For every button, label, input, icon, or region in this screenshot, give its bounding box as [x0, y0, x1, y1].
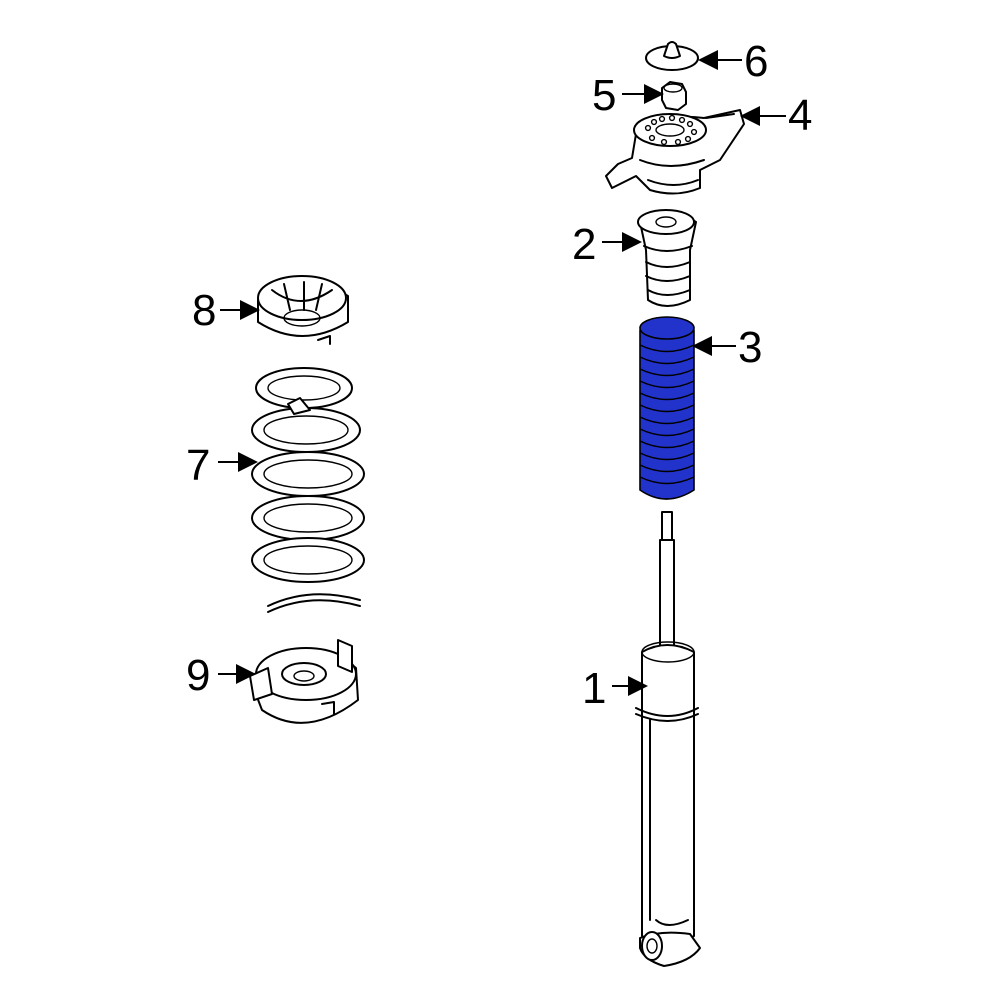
part-6-dust-cap[interactable]	[645, 41, 699, 71]
part-1-shock-absorber[interactable]	[635, 511, 701, 967]
callout-1: 1	[582, 664, 606, 713]
part-8-upper-spring-seat[interactable]	[257, 275, 349, 345]
callout-6: 6	[744, 37, 768, 86]
callout-3: 3	[738, 323, 762, 372]
callout-2: 2	[572, 220, 596, 269]
callout-labels: 1 2 3 4 5 6 7 8 9	[186, 37, 812, 713]
callout-7: 7	[186, 441, 210, 490]
part-2-bump-stop[interactable]	[637, 209, 697, 307]
callout-4: 4	[788, 91, 812, 140]
callout-8: 8	[192, 286, 216, 335]
part-7-coil-spring[interactable]	[251, 367, 365, 613]
callout-9: 9	[186, 651, 210, 700]
part-4-strut-mount[interactable]	[605, 109, 745, 195]
part-3-dust-boot[interactable]	[639, 316, 695, 500]
callout-arrows	[218, 50, 786, 696]
part-5-nut[interactable]	[661, 81, 687, 111]
callout-5: 5	[592, 71, 616, 120]
part-9-lower-spring-seat[interactable]	[249, 639, 359, 724]
